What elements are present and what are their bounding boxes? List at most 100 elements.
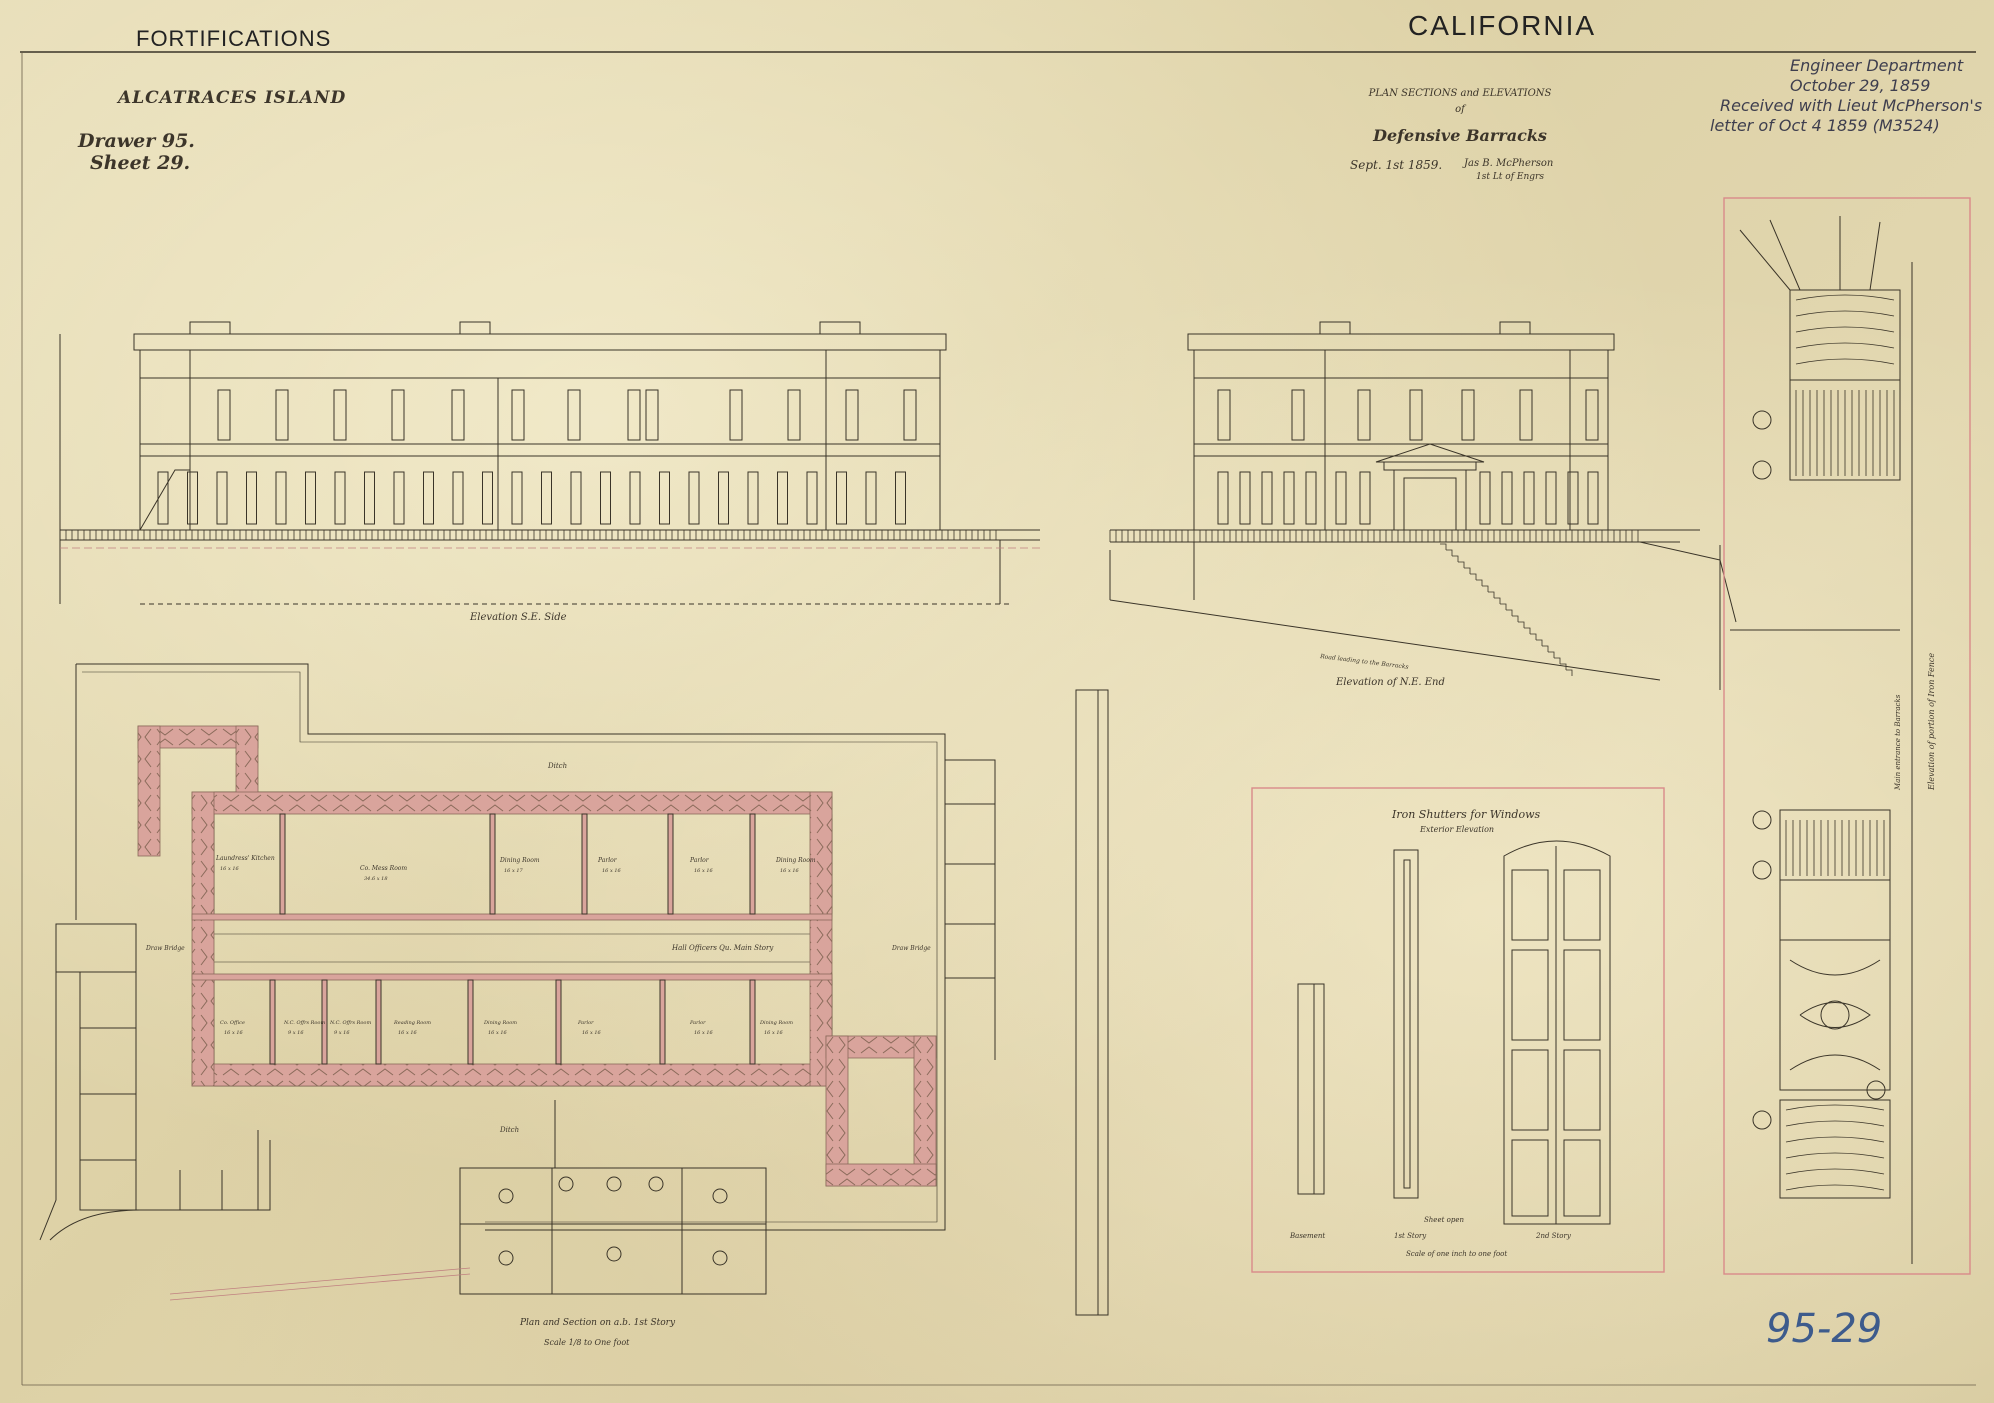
fence-scroll	[1785, 1104, 1885, 1111]
room-name-top: Co. Mess Room	[360, 865, 407, 872]
draw-bridge-left-label: Draw Bridge	[145, 945, 185, 952]
shutters-title: Iron Shutters for Windows	[1391, 808, 1541, 821]
title-signature: Jas B. McPherson	[1464, 158, 1554, 169]
ne-upper-window	[1291, 389, 1305, 441]
room-size-top: 16 x 16	[602, 868, 622, 874]
plan-scale: Scale 1/8 to One foot	[544, 1338, 630, 1347]
room-size-bottom: 16 x 16	[488, 1030, 508, 1036]
shutters-subtitle: Exterior Elevation	[1419, 825, 1494, 834]
plan-partition-bottom	[375, 979, 382, 1065]
se-upper-window	[903, 389, 917, 441]
drawer-number: Drawer 95.	[78, 130, 195, 152]
se-upper-window	[787, 389, 801, 441]
se-lower-windows	[157, 471, 906, 525]
se-lower-window	[836, 471, 847, 525]
ne-stairs	[1440, 543, 1573, 676]
se-upper-window	[511, 389, 525, 441]
ne-stair-step	[1500, 603, 1507, 610]
received-note-line-2: October 29, 1859	[1790, 76, 1931, 95]
se-lower-window	[747, 471, 759, 525]
ne-stair-step	[1458, 561, 1465, 568]
se-upper-window	[333, 389, 347, 441]
se-lower-window	[688, 471, 700, 525]
room-name-top: Laundress' Kitchen	[215, 855, 275, 862]
ne-stair-step	[1530, 633, 1537, 640]
se-upper-window	[451, 389, 465, 441]
plan-partition-top	[749, 813, 756, 915]
se-lower-window	[157, 471, 169, 525]
ne-lower-window	[1523, 471, 1535, 525]
ne-lower-window	[1335, 471, 1347, 525]
ne-lower-window	[1283, 471, 1295, 525]
room-name-bottom: N.C. Offrs Room	[283, 1020, 325, 1026]
ne-lower-window	[1217, 471, 1229, 525]
room-size-bottom: 16 x 16	[398, 1030, 418, 1036]
gate-caption: Elevation of portion of Iron Fence	[1927, 653, 1936, 791]
se-upper-window	[275, 389, 289, 441]
se-elevation-label: Elevation S.E. Side	[469, 612, 567, 623]
se-upper-windows	[217, 389, 917, 441]
received-note-line-1: Engineer Department	[1790, 56, 1964, 75]
shutters-scale: Scale of one inch to one foot	[1406, 1250, 1507, 1258]
ne-upper-window	[1409, 389, 1423, 441]
room-name-bottom: Dining Room	[483, 1020, 517, 1026]
se-elevation-drawing	[59, 321, 1040, 605]
ne-stair-step	[1470, 573, 1477, 580]
room-name-top: Dining Room	[775, 857, 816, 864]
fence-scroll	[1795, 294, 1895, 301]
ne-lower-window	[1261, 471, 1273, 525]
ne-lower-window	[1359, 471, 1371, 525]
ne-lower-window	[1479, 471, 1491, 525]
ne-upper-window	[1461, 389, 1475, 441]
ne-railing	[1109, 530, 1639, 542]
plan-partition-bottom	[555, 979, 562, 1065]
room-name-bottom: Parlor	[689, 1020, 706, 1026]
ne-stair-step	[1554, 657, 1561, 664]
se-railing	[59, 530, 997, 540]
se-lower-window	[806, 471, 818, 525]
se-lower-window	[216, 471, 228, 525]
plan-partition-top	[279, 813, 286, 915]
ne-stair-step	[1482, 585, 1489, 592]
draw-bridge-right-label: Draw Bridge	[891, 945, 931, 952]
shutter-label-1st-story: 1st Story	[1394, 1232, 1427, 1240]
se-lower-window	[452, 471, 464, 525]
se-upper-window	[217, 389, 231, 441]
room-name-top: Dining Room	[499, 857, 540, 864]
main-entrance-label: Main entrance to Barracks	[1894, 694, 1902, 791]
ne-stair-step	[1488, 591, 1495, 598]
se-lower-window	[865, 471, 877, 525]
room-size-bottom: 9 x 16	[334, 1030, 350, 1036]
se-lower-window	[275, 471, 287, 525]
ne-stair-step	[1524, 627, 1531, 634]
se-lower-window	[511, 471, 523, 525]
iron-fence-drawing	[1723, 197, 1971, 1275]
se-lower-window	[393, 471, 405, 525]
se-upper-window	[627, 389, 641, 441]
shutters-panel-drawing	[1251, 787, 1665, 1273]
room-size-bottom: 16 x 16	[582, 1030, 602, 1036]
se-upper-window	[645, 389, 659, 441]
plan-partition-top	[489, 813, 496, 915]
ne-upper-window	[1217, 389, 1231, 441]
ne-lower-window	[1587, 471, 1599, 525]
shutter-label-basement: Basement	[1289, 1232, 1325, 1240]
room-name-bottom: Reading Room	[393, 1020, 431, 1026]
title-date: Sept. 1st 1859.	[1350, 158, 1443, 172]
ne-lower-windows	[1217, 471, 1599, 525]
plan-partitions	[269, 813, 756, 1065]
fence-scroll	[1795, 326, 1895, 333]
se-lower-window	[600, 471, 611, 525]
title-line-2: of	[1455, 104, 1465, 115]
ne-lower-window	[1239, 471, 1251, 525]
ne-stair-step	[1440, 543, 1447, 550]
se-lower-window	[718, 471, 729, 525]
ne-stair-step	[1518, 621, 1525, 628]
ne-stair-step	[1512, 615, 1519, 622]
se-lower-window	[541, 471, 552, 525]
se-upper-window	[391, 389, 405, 441]
ne-stair-step	[1452, 555, 1459, 562]
sheet-number: Sheet 29.	[90, 152, 191, 174]
fence-scroll	[1785, 1168, 1885, 1175]
plan-brick-walls	[137, 725, 937, 1187]
